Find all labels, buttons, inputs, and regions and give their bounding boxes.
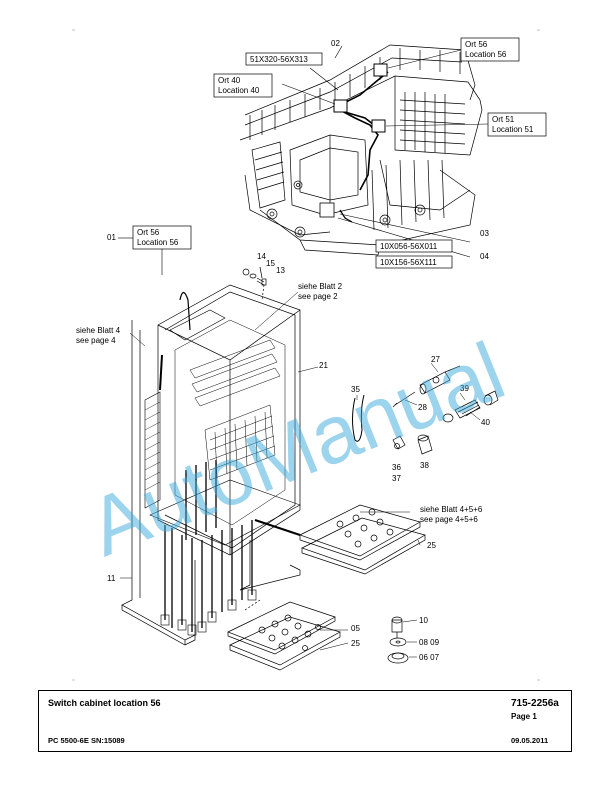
excavator-machine-outline (239, 44, 483, 256)
title-block: Switch cabinet location 56 715-2256a Pag… (38, 690, 572, 752)
svg-text:27: 27 (431, 355, 440, 364)
switch-cabinet-assembly (121, 284, 301, 646)
svg-text:10: 10 (419, 616, 428, 625)
svg-text:13: 13 (276, 266, 285, 275)
issue-date: 09.05.2011 (511, 736, 549, 745)
svg-text:see page 4+5+6: see page 4+5+6 (420, 515, 478, 524)
fasteners-06-10 (387, 616, 409, 664)
gland-plate-upper-25 (254, 504, 426, 575)
svg-text:03: 03 (480, 229, 489, 238)
svg-text:10X056-56X011: 10X056-56X011 (380, 242, 438, 251)
svg-text:11: 11 (107, 574, 116, 583)
item-numbers: 02 01 03 04 14 15 13 21 27 35 28 39 40 3… (107, 39, 490, 662)
svg-text:25: 25 (427, 541, 436, 550)
callout-location-56-main: Ort 56 Location 56 (118, 225, 192, 275)
svg-text:siehe Blatt 4+5+6: siehe Blatt 4+5+6 (420, 505, 483, 514)
svg-text:siehe Blatt 4: siehe Blatt 4 (76, 326, 121, 335)
callout-connector-02: 51X320-56X313 (245, 52, 323, 66)
svg-text:Ort 56: Ort 56 (465, 40, 488, 49)
callout-connector-04: 10X156-56X111 (375, 255, 453, 269)
callout-location-56-top: Ort 56 Location 56 (460, 37, 520, 62)
svg-text:Location 40: Location 40 (218, 86, 260, 95)
svg-text:36: 36 (392, 463, 401, 472)
svg-text:05: 05 (351, 624, 360, 633)
svg-text:02: 02 (331, 39, 340, 48)
page-number: Page 1 (511, 712, 537, 721)
svg-text:38: 38 (420, 461, 429, 470)
svg-text:siehe Blatt 2: siehe Blatt 2 (298, 282, 343, 291)
svg-text:10X156-56X111: 10X156-56X111 (380, 258, 437, 267)
svg-text:Location 51: Location 51 (492, 125, 534, 134)
callout-location-40: Ort 40 Location 40 (213, 73, 273, 98)
svg-text:21: 21 (319, 361, 328, 370)
svg-text:15: 15 (266, 259, 275, 268)
svg-text:40: 40 (481, 418, 490, 427)
main-leader-lines (120, 291, 481, 658)
gland-plate-lower-05-25 (227, 599, 341, 671)
svg-text:Location 56: Location 56 (465, 50, 507, 59)
watermark: AutoManual (77, 325, 517, 573)
machine-model: PC 5500-6E SN:15089 (48, 736, 125, 745)
svg-text:08 09: 08 09 (419, 638, 440, 647)
callout-connector-03: 10X056-56X011 (375, 239, 453, 253)
drawing-title: Switch cabinet location 56 (48, 698, 161, 708)
svg-text:25: 25 (351, 639, 360, 648)
callout-location-51: Ort 51 Location 51 (487, 112, 547, 137)
svg-text:35: 35 (351, 385, 360, 394)
svg-text:28: 28 (418, 403, 427, 412)
svg-text:01: 01 (107, 233, 116, 242)
small-parts-27-40 (352, 365, 499, 455)
svg-text:14: 14 (257, 252, 266, 261)
document-number: 715-2256a (511, 698, 559, 709)
svg-text:Ort 40: Ort 40 (218, 76, 241, 85)
svg-text:04: 04 (480, 252, 489, 261)
svg-text:Ort 51: Ort 51 (492, 115, 515, 124)
svg-text:51X320-56X313: 51X320-56X313 (250, 55, 308, 64)
svg-text:see page 2: see page 2 (298, 292, 338, 301)
svg-text:see page 4: see page 4 (76, 336, 116, 345)
top-leader-lines (281, 45, 489, 258)
page-corner-marks (72, 29, 540, 681)
svg-text:Location 56: Location 56 (137, 238, 179, 247)
svg-text:37: 37 (392, 474, 401, 483)
screw-set-13-14-15 (242, 266, 267, 301)
svg-text:39: 39 (460, 384, 469, 393)
page-references: siehe Blatt 2 see page 2 siehe Blatt 4 s… (76, 282, 483, 524)
svg-text:Ort 56: Ort 56 (137, 228, 160, 237)
svg-text:06 07: 06 07 (419, 653, 440, 662)
